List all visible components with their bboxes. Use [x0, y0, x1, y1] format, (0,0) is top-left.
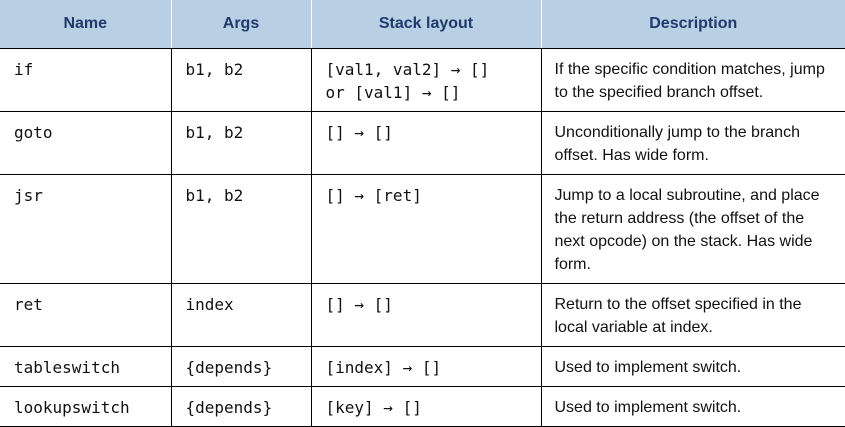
table-row: tableswitch {depends} [index] → [] Used …: [0, 346, 845, 387]
opcode-args: b1, b2: [170, 111, 311, 175]
opcode-description: Used to implement switch.: [540, 346, 845, 387]
opcode-stack-layout: [val1, val2] → [] or [val1] → []: [310, 48, 541, 112]
table-row: ret index [] → [] Return to the offset s…: [0, 283, 845, 347]
opcode-name: jsr: [0, 174, 171, 284]
opcode-stack-layout: [key] → []: [310, 386, 541, 427]
opcode-args: index: [170, 283, 311, 347]
opcode-args: {depends}: [170, 346, 311, 387]
opcode-description: If the specific condition matches, jump …: [540, 48, 845, 112]
table-row: goto b1, b2 [] → [] Unconditionally jump…: [0, 111, 845, 175]
opcode-args: b1, b2: [170, 174, 311, 284]
opcode-args: b1, b2: [170, 48, 311, 112]
table-header-row: Name Args Stack layout Description: [0, 0, 845, 49]
table-row: if b1, b2 [val1, val2] → [] or [val1] → […: [0, 48, 845, 112]
opcode-stack-layout: [index] → []: [310, 346, 541, 387]
table-row: jsr b1, b2 [] → [ret] Jump to a local su…: [0, 174, 845, 284]
header-stack-layout: Stack layout: [310, 0, 541, 49]
opcode-stack-layout: [] → [ret]: [310, 174, 541, 284]
opcode-description: Jump to a local subroutine, and place th…: [540, 174, 845, 284]
opcode-stack-layout: [] → []: [310, 111, 541, 175]
opcode-description: Unconditionally jump to the branch offse…: [540, 111, 845, 175]
opcode-name: tableswitch: [0, 346, 171, 387]
opcode-description: Return to the offset specified in the lo…: [540, 283, 845, 347]
opcode-description: Used to implement switch.: [540, 386, 845, 427]
stack-line-1: [val1, val2] → []: [325, 60, 490, 79]
stack-line-2: or [val1] → []: [325, 83, 461, 102]
opcode-name: ret: [0, 283, 171, 347]
opcode-stack-layout: [] → []: [310, 283, 541, 347]
opcode-name: lookupswitch: [0, 386, 171, 427]
header-name: Name: [0, 0, 171, 49]
opcode-args: {depends}: [170, 386, 311, 427]
header-description: Description: [540, 0, 845, 49]
opcode-name: goto: [0, 111, 171, 175]
header-args: Args: [170, 0, 311, 49]
opcode-name: if: [0, 48, 171, 112]
table-row: lookupswitch {depends} [key] → [] Used t…: [0, 386, 845, 427]
